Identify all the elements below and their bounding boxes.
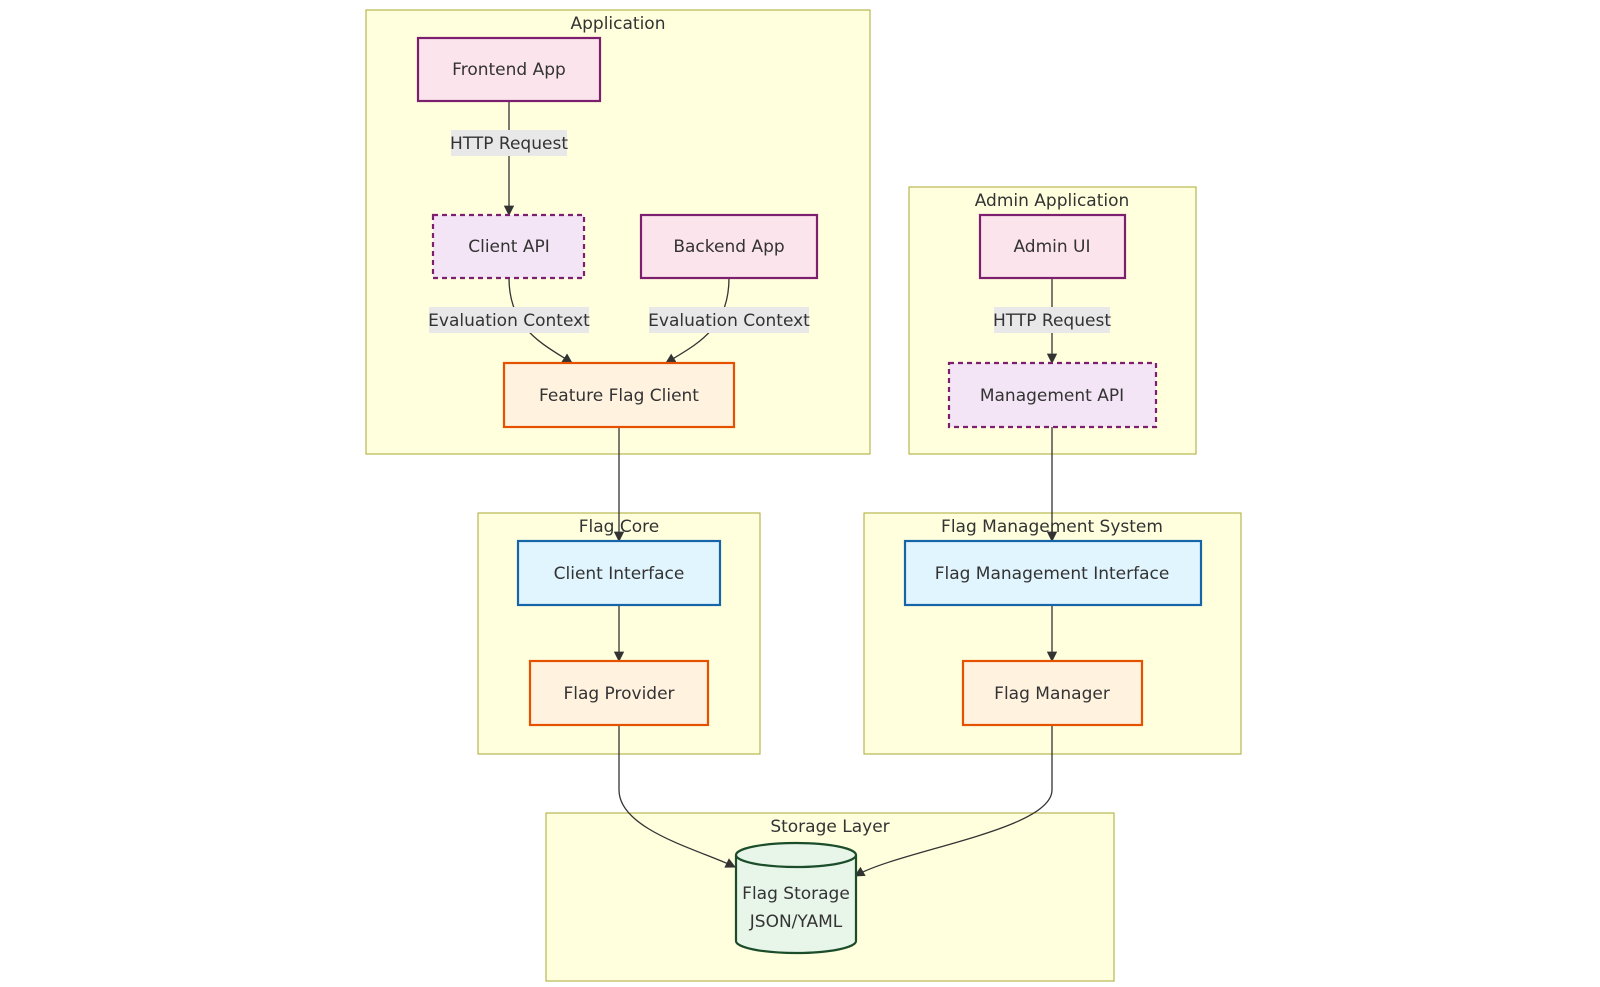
node-admin-ui[interactable]: Admin UI [978,213,1127,280]
node-feature-flag-client-label: Feature Flag Client [539,386,699,406]
node-flag-management-interface-label: Flag Management Interface [935,564,1170,584]
node-flag-manager-label: Flag Manager [994,684,1110,704]
edge-label-frontend-http: HTTP Request [450,130,568,156]
edge-backend-to-feature-flag-client [665,277,730,364]
node-frontend-app-label: Frontend App [452,60,566,80]
edge-label-backend-context-text: Evaluation Context [648,311,810,331]
node-flag-management-interface[interactable]: Flag Management Interface [903,539,1203,607]
node-flag-storage[interactable]: Flag Storage JSON/YAML [734,841,858,955]
edge-label-frontend-http-text: HTTP Request [450,134,568,154]
cluster-admin-application-label: Admin Application [975,191,1130,211]
node-backend-app[interactable]: Backend App [639,213,819,280]
edge-flag-manager-to-flag-storage [854,725,1053,877]
node-flag-storage-label-line2: JSON/YAML [749,912,843,932]
edge-label-backend-context: Evaluation Context [648,307,810,333]
node-client-api-label: Client API [468,237,550,257]
node-client-interface[interactable]: Client Interface [516,539,722,607]
cluster-application-label: Application [571,14,666,34]
edge-client-api-to-feature-flag-client [508,277,573,364]
node-management-api[interactable]: Management API [947,361,1158,429]
node-backend-app-label: Backend App [673,237,784,257]
node-feature-flag-client[interactable]: Feature Flag Client [502,361,736,429]
node-flag-provider[interactable]: Flag Provider [528,659,710,727]
node-flag-provider-label: Flag Provider [563,684,674,704]
node-client-api[interactable]: Client API [431,213,586,280]
node-management-api-label: Management API [980,386,1124,406]
node-flag-manager[interactable]: Flag Manager [961,659,1144,727]
node-admin-ui-label: Admin UI [1013,237,1090,257]
node-frontend-app[interactable]: Frontend App [416,36,602,103]
node-client-interface-label: Client Interface [554,564,685,584]
edge-label-client-api-context-text: Evaluation Context [428,311,590,331]
edge-flag-provider-to-flag-storage [618,725,736,868]
node-flag-storage-label-line1: Flag Storage [742,884,850,904]
edge-label-client-api-context: Evaluation Context [428,307,590,333]
edge-label-admin-http: HTTP Request [993,307,1111,333]
cluster-storage-layer-label: Storage Layer [770,817,889,837]
edge-label-admin-http-text: HTTP Request [993,311,1111,331]
